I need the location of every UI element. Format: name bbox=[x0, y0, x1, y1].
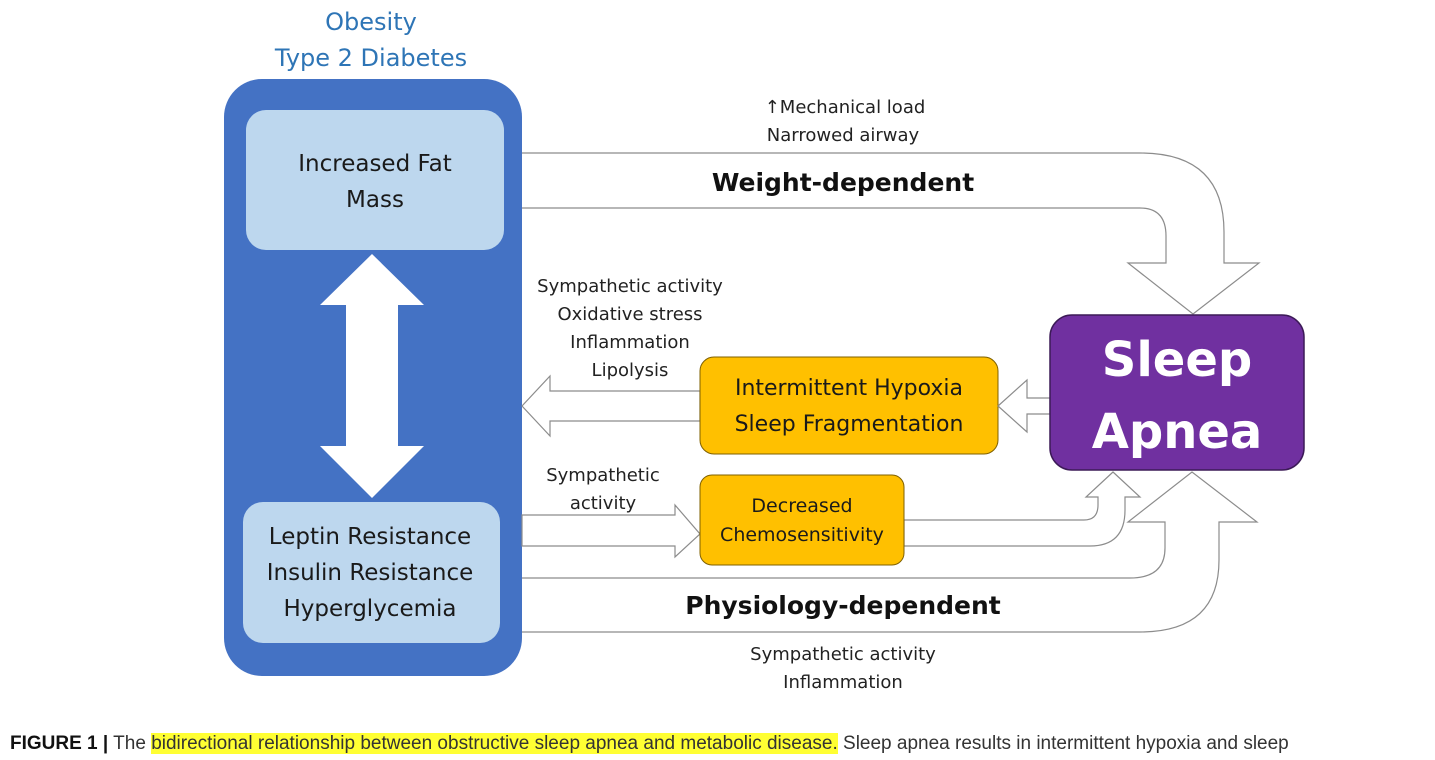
physiology-inflammation-text: Inflammation bbox=[783, 672, 903, 693]
hypoxia-effect-oxidative: Oxidative stress bbox=[557, 304, 702, 325]
sleep-text: Sleep bbox=[1102, 332, 1253, 388]
weight-dependent-arrow bbox=[522, 152, 1261, 315]
decreased-chemosensitivity-box bbox=[699, 474, 905, 566]
resistance-box bbox=[243, 502, 500, 643]
bidirectional-arrow bbox=[320, 254, 424, 498]
apnea-text: Apnea bbox=[1092, 404, 1263, 460]
sleep-apnea-box bbox=[1049, 314, 1305, 471]
metabolic-to-chemo-arrow bbox=[521, 503, 701, 559]
chemo-sympathetic-text: Sympathetic bbox=[546, 465, 660, 486]
narrowed-airway-text: Narrowed airway bbox=[767, 125, 920, 146]
obesity-label: Obesity bbox=[325, 8, 417, 36]
caption-highlight: bidirectional relationship between obstr… bbox=[151, 733, 838, 754]
fat-mass-line1: Increased Fat bbox=[298, 151, 451, 177]
caption-pre: The bbox=[113, 733, 152, 754]
apnea-to-hypoxia-arrow bbox=[997, 378, 1051, 434]
insulin-resistance-text: Insulin Resistance bbox=[267, 560, 474, 586]
type2-diabetes-label: Type 2 Diabetes bbox=[274, 44, 467, 72]
hypoxia-to-metabolic-arrow bbox=[521, 374, 701, 438]
leptin-resistance-text: Leptin Resistance bbox=[269, 524, 471, 550]
sleep-fragmentation-text: Sleep Fragmentation bbox=[735, 412, 964, 437]
physiology-dependent-arrow bbox=[522, 471, 1259, 633]
caption-rest: Sleep apnea results in intermittent hypo… bbox=[837, 733, 1289, 754]
chemo-activity-text: activity bbox=[570, 493, 637, 514]
fat-mass-line2: Mass bbox=[346, 187, 404, 213]
physiology-dependent-label: Physiology-dependent bbox=[685, 591, 1001, 620]
decreased-text: Decreased bbox=[751, 495, 852, 517]
figure-label: FIGURE 1 | bbox=[10, 733, 109, 754]
weight-dependent-label: Weight-dependent bbox=[712, 168, 974, 197]
chemosensitivity-text: Chemosensitivity bbox=[720, 524, 884, 546]
intermittent-hypoxia-box bbox=[699, 356, 999, 455]
figure-caption: FIGURE 1 | The bidirectional relationshi… bbox=[10, 733, 1289, 755]
hyperglycemia-text: Hyperglycemia bbox=[284, 596, 457, 622]
hypoxia-effect-sympathetic: Sympathetic activity bbox=[537, 276, 723, 297]
increased-fat-mass-box bbox=[246, 110, 504, 250]
physiology-sympathetic-text: Sympathetic activity bbox=[750, 644, 936, 665]
mechanical-load-text: ↑Mechanical load bbox=[765, 97, 926, 118]
intermittent-hypoxia-text: Intermittent Hypoxia bbox=[735, 376, 963, 401]
hypoxia-effect-inflammation: Inflammation bbox=[570, 332, 690, 353]
chemo-to-apnea-arrow bbox=[903, 471, 1142, 547]
hypoxia-effect-lipolysis: Lipolysis bbox=[592, 360, 669, 381]
